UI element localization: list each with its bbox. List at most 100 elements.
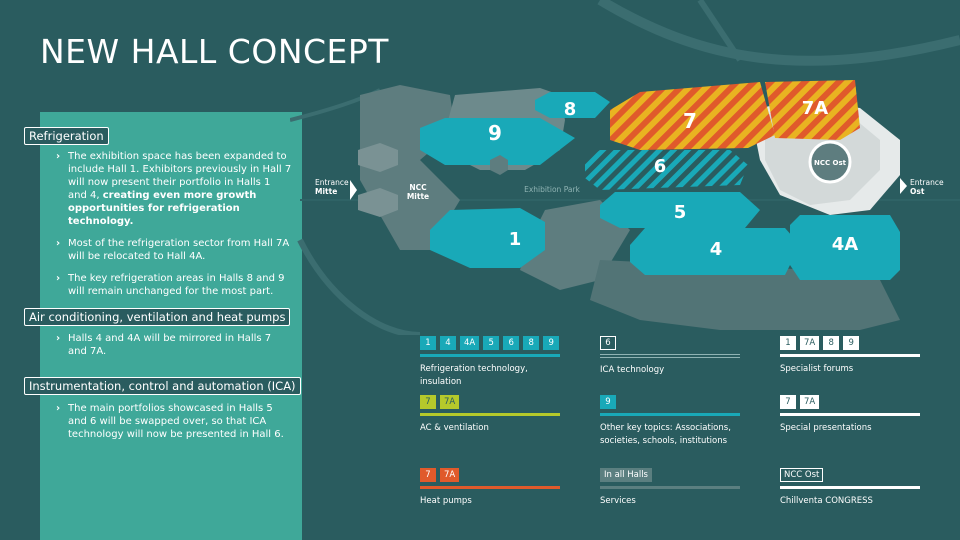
legend-chips: 9 xyxy=(600,395,750,409)
hall-chip: 9 xyxy=(600,395,616,409)
legend-label: Special presentations xyxy=(780,423,872,433)
hall-chip: 7 xyxy=(780,395,796,409)
hall-4a[interactable] xyxy=(790,215,900,280)
page-title: NEW HALL CONCEPT xyxy=(40,32,389,71)
hall-chip: 5 xyxy=(483,336,500,350)
hall-8[interactable] xyxy=(535,92,610,118)
legend-color-line xyxy=(600,413,740,416)
hall-7a-label: 7A xyxy=(802,98,829,119)
legend-color-line xyxy=(780,354,920,357)
entrance-ost-label: Entrance xyxy=(910,178,944,187)
air-conditioning-bullets: › Halls 4 and 4A will be mirrored in Hal… xyxy=(56,332,292,358)
hall-chip: 7A xyxy=(440,395,460,409)
legend-group: 7 7A Special presentations xyxy=(780,395,930,435)
hall-7[interactable] xyxy=(610,82,775,150)
hall-chip: 7 xyxy=(420,395,436,409)
legend-chips: In all Halls xyxy=(600,468,750,482)
hall-6[interactable] xyxy=(585,150,748,190)
exhibition-park-label: Exhibition Park xyxy=(524,185,580,194)
section-tag-air-conditioning: Air conditioning, ventilation and heat p… xyxy=(24,308,291,326)
hall-chip: NCC Ost xyxy=(780,468,824,482)
chevron-right-icon: › xyxy=(56,238,61,249)
entrance-ost-name: Ost xyxy=(910,187,925,196)
hall-5[interactable] xyxy=(600,192,760,228)
hall-1-label: 1 xyxy=(509,229,522,250)
legend-label: Other key topics: Associations, societie… xyxy=(600,423,731,446)
hall-chip: 4A xyxy=(460,336,480,350)
hall-chip: 6 xyxy=(600,336,616,350)
legend-label: Chillventa CONGRESS xyxy=(780,496,873,506)
bullet-item: › The key refrigeration areas in Halls 8… xyxy=(56,272,292,298)
legend-color-line xyxy=(420,486,560,489)
hall-9-label: 9 xyxy=(488,121,502,145)
hall-chip: 7A xyxy=(800,336,820,350)
hall-6-label: 6 xyxy=(654,156,667,177)
exhibition-map-svg: 9 8 7 7A 6 5 4 4A 1 Entrance Mitte NCC M… xyxy=(290,0,960,335)
bullet-item: › The exhibition space has been expanded… xyxy=(56,150,292,228)
hall-chip: 1 xyxy=(780,336,796,350)
exhibition-map: 9 8 7 7A 6 5 4 4A 1 Entrance Mitte NCC M… xyxy=(290,0,960,335)
hall-4-label: 4 xyxy=(710,239,723,260)
hall-chip: 9 xyxy=(543,336,560,350)
bullet-bold-text: creating even more growth opportunities … xyxy=(68,190,257,227)
info-panel xyxy=(40,112,302,540)
chevron-right-icon: › xyxy=(56,273,61,284)
legend-label: Services xyxy=(600,496,636,506)
hall-chip: 8 xyxy=(523,336,540,350)
bullet-text: The main portfolios showcased in Halls 5… xyxy=(68,403,284,440)
legend-color-line xyxy=(600,486,740,489)
legend-chips: 7 7A xyxy=(420,395,570,409)
legend-group: 7 7A AC & ventilation xyxy=(420,395,570,435)
hall-chip: 8 xyxy=(823,336,840,350)
entrance-mitte-name: Mitte xyxy=(315,187,337,196)
bullet-text: Halls 4 and 4A will be mirrored in Halls… xyxy=(68,333,272,357)
legend-label: AC & ventilation xyxy=(420,423,489,433)
bullet-text: Most of the refrigeration sector from Ha… xyxy=(68,238,290,262)
hall-9[interactable] xyxy=(420,118,575,165)
hall-chip: 9 xyxy=(843,336,860,350)
hall-7a[interactable] xyxy=(765,80,860,140)
hall-chip: 7 xyxy=(420,468,436,482)
hall-chip: 6 xyxy=(503,336,520,350)
chevron-right-icon: › xyxy=(56,151,61,162)
legend-chips: 7 7A xyxy=(780,395,930,409)
bullet-item: › Most of the refrigeration sector from … xyxy=(56,237,292,263)
hall-1[interactable] xyxy=(430,208,545,268)
legend-color-line xyxy=(420,354,560,357)
legend-color-line xyxy=(600,354,740,358)
chevron-right-icon: › xyxy=(56,333,61,344)
hall-chip: 4 xyxy=(440,336,456,350)
hall-8-label: 8 xyxy=(564,99,577,120)
bullet-item: › Halls 4 and 4A will be mirrored in Hal… xyxy=(56,332,292,358)
legend-color-line xyxy=(420,413,560,416)
hall-4[interactable] xyxy=(630,228,800,275)
entrance-ost-arrow-icon xyxy=(900,178,907,194)
section-tag-refrigeration: Refrigeration xyxy=(24,127,109,145)
legend-chips: 6 xyxy=(600,336,750,350)
section-tag-ica: Instrumentation, control and automation … xyxy=(24,377,301,395)
legend-color-line xyxy=(780,486,920,489)
entrance-mitte-label: Entrance xyxy=(315,178,349,187)
ncc-mitte-name: Mitte xyxy=(407,192,429,201)
hall-chip: 7A xyxy=(800,395,820,409)
refrigeration-bullets: › The exhibition space has been expanded… xyxy=(56,150,292,298)
hall-7-label: 7 xyxy=(683,109,697,133)
hall-4a-label: 4A xyxy=(832,234,859,255)
entrance-mitte-arrow-icon xyxy=(350,180,357,200)
ncc-ost-label: NCC Ost xyxy=(814,159,847,167)
legend-label: Specialist forums xyxy=(780,364,854,374)
bullet-item: › The main portfolios showcased in Halls… xyxy=(56,402,292,441)
legend-label: Refrigeration technology, insulation xyxy=(420,364,528,387)
bullet-text: The key refrigeration areas in Halls 8 a… xyxy=(68,273,285,297)
legend-color-line xyxy=(780,413,920,416)
ica-bullets: › The main portfolios showcased in Halls… xyxy=(56,402,292,441)
